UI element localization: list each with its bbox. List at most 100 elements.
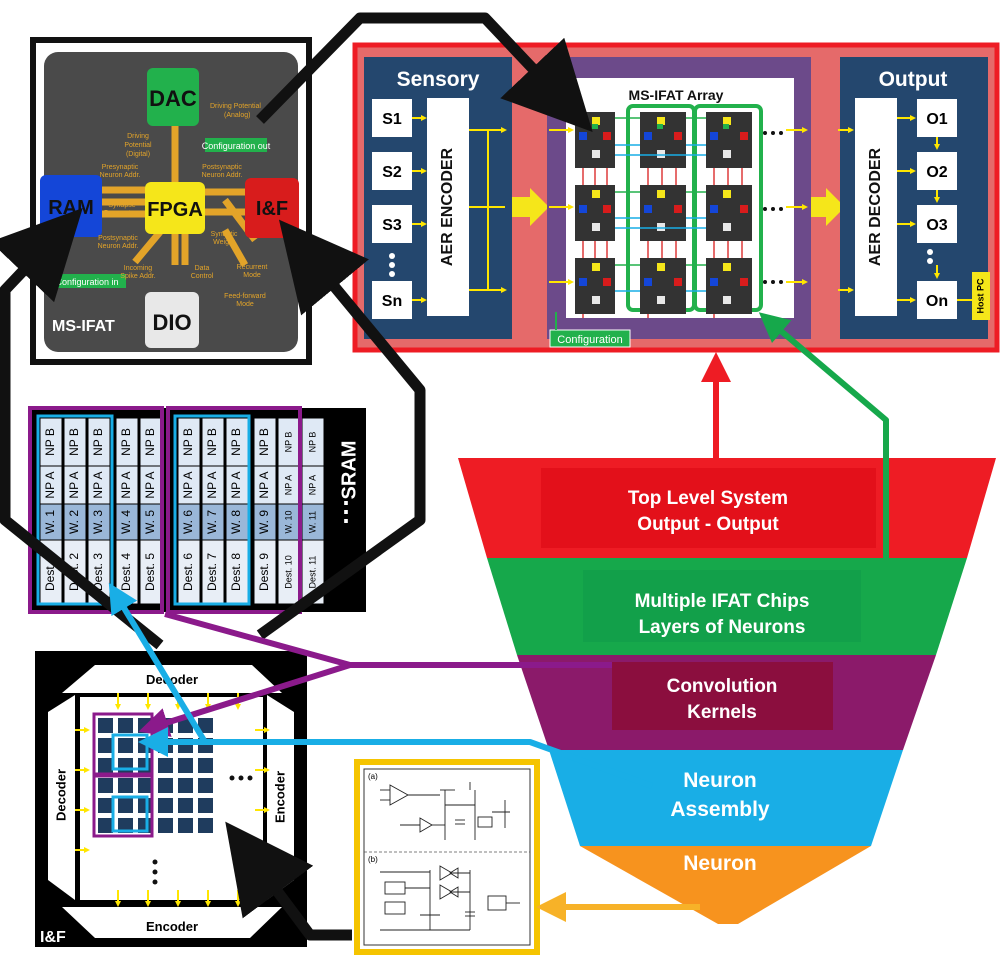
array-chips — [549, 112, 808, 318]
sram-label: SRAM — [338, 441, 360, 500]
level1-line2: Output - Output — [637, 514, 779, 535]
postsyn-right-label-2: Neuron Addr. — [202, 172, 243, 179]
neuron-cell — [98, 718, 113, 733]
array-title: MS-IFAT Array — [629, 87, 724, 103]
sensor-s2: S2 — [382, 164, 402, 181]
sram-cell-label: NP A — [181, 471, 195, 498]
sram-cell-label: NP B — [205, 428, 219, 456]
output-bus-arrow — [808, 188, 845, 226]
driving-digital-label-2: Potential — [124, 142, 152, 149]
iandf-label: I&F — [256, 198, 288, 220]
level3-line2: Kernels — [687, 702, 757, 723]
if-chip-block: Decoder Decoder Encoder Encoder — [35, 651, 307, 947]
chip-decoder-top — [62, 665, 282, 693]
sensor-s3: S3 — [382, 217, 402, 234]
neuron-circuit-block: (a) (b) — [354, 759, 540, 955]
level4-line2: Assembly — [670, 798, 770, 821]
sram-cell-label: NP B — [283, 432, 293, 453]
sram-cell-label: Dest. 7 — [205, 553, 219, 591]
neuron-cell — [118, 798, 133, 813]
level2-line1: Multiple IFAT Chips — [635, 591, 810, 612]
sram-cell-label: W. 2 — [67, 510, 81, 534]
synparam-label-2: Parameters — [104, 210, 141, 217]
sensor-boxes: S1 S2 S3 Sn — [372, 99, 412, 319]
sram-cell-label: NP B — [119, 428, 133, 456]
neuron-cell — [198, 718, 213, 733]
incoming-label-2: Spike Addr. — [120, 273, 155, 280]
level2-line2: Layers of Neurons — [639, 617, 806, 638]
aer-encoder-label: AER ENCODER — [439, 147, 456, 266]
neuron-cell — [118, 778, 133, 793]
postsyn-left-label: Postsynaptic — [98, 235, 138, 242]
connector-arrows — [0, 12, 889, 941]
neuron-cell — [138, 778, 153, 793]
feedfwd-label-2: Mode — [236, 301, 254, 308]
config-in-label: Configuration in — [55, 277, 118, 287]
sram-cell-label: Dest. 6 — [181, 553, 195, 591]
sram-kernel-box-1 — [28, 406, 164, 614]
sram-cell-label: W. 3 — [91, 510, 105, 534]
output-title: Output — [879, 68, 948, 91]
chip-decoder-left — [48, 695, 75, 900]
level5-label: Neuron — [683, 852, 757, 875]
sram-cell-label: NP A — [91, 471, 105, 498]
host-pc-block — [972, 272, 990, 320]
synweight-label-2: Weight — [213, 239, 235, 246]
dac-label: DAC — [149, 86, 197, 111]
neuron-cell — [178, 798, 193, 813]
neuron-cell — [118, 738, 133, 753]
sram-cell-label: NP A — [67, 471, 81, 498]
sram-cell-label: W. 11 — [307, 511, 317, 533]
neuron-cell — [98, 798, 113, 813]
chip-decoder-left-label: Decoder — [53, 769, 68, 821]
feedfwd-label: Feed-forward — [224, 293, 266, 300]
sram-cell-label: Dest. 3 — [91, 553, 105, 591]
circuit-part-a: (a) — [368, 772, 378, 781]
fpga-label: FPGA — [147, 199, 203, 221]
sram-cell-label: NP A — [43, 471, 57, 498]
driving-analog-label: Driving Potential — [210, 103, 261, 110]
neuron-cell — [178, 778, 193, 793]
chip-iandf-label: I&F — [40, 929, 66, 946]
dac-block — [147, 68, 199, 126]
circuit-part-b: (b) — [368, 855, 378, 864]
neuron-cell — [98, 738, 113, 753]
sram-cell-label: NP A — [257, 471, 271, 498]
input-bus-arrow — [512, 188, 549, 226]
sram-cell-label: Dest. 11 — [307, 556, 317, 589]
sram-cell-label: NP B — [257, 428, 271, 456]
sram-cell-label: NP A — [143, 471, 157, 498]
aer-encoder-block — [427, 98, 469, 316]
sram-cell-label: NP B — [143, 428, 157, 456]
pyramid-level-system-panel — [541, 468, 876, 548]
datactrl-label: Data — [195, 265, 210, 272]
presyn-label: Presynaptic — [102, 164, 139, 171]
recurrent-label: Recurrent — [237, 264, 268, 271]
decoder-arrows — [838, 115, 940, 303]
fpga-block — [145, 182, 205, 234]
aer-decoder-label: AER DECODER — [867, 147, 884, 266]
sram-cell-label: NP A — [205, 471, 219, 498]
sram-cell-label: NP A — [307, 475, 317, 495]
sram-cell-label: Dest. 8 — [229, 553, 243, 591]
sensor-arrows — [412, 115, 507, 303]
neuron-cell — [198, 818, 213, 833]
output-on: On — [926, 293, 948, 310]
neuron-cell — [178, 818, 193, 833]
chip-encoder-right-label: Encoder — [272, 771, 287, 823]
hierarchy-pyramid: Top Level System Output - Output Multipl… — [458, 458, 996, 924]
config-out-tag — [205, 138, 267, 152]
neuron-cell — [198, 778, 213, 793]
output-o1: O1 — [926, 111, 947, 128]
ram-label: RAM — [48, 197, 94, 219]
sram-cell-label: Dest. 4 — [119, 553, 133, 591]
sram-cell-label: W. 1 — [43, 510, 57, 534]
sram-cell-label: NP B — [43, 428, 57, 456]
sram-cell-label: NP A — [283, 475, 293, 495]
sram-cell-label: W. 7 — [205, 510, 219, 534]
pyramid-level-neuron — [580, 846, 871, 924]
neuron-cell — [118, 818, 133, 833]
datactrl-label-2: Control — [191, 273, 214, 280]
